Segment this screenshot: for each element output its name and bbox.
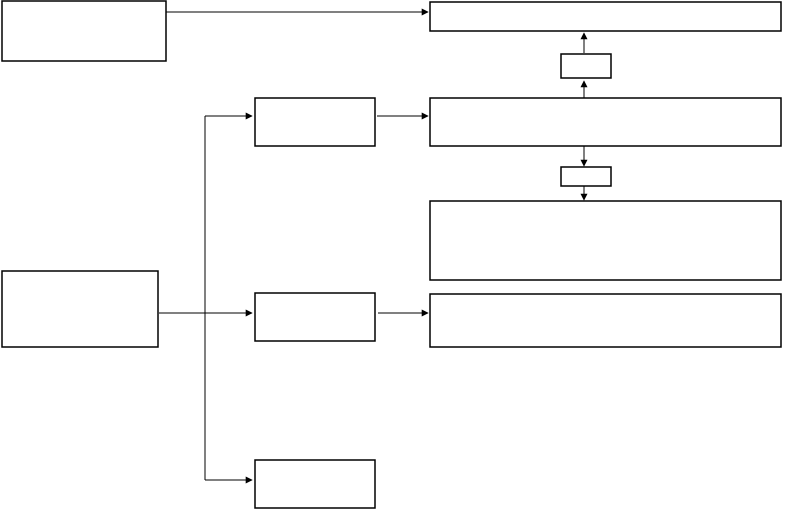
- branch-box-1: [254, 97, 376, 147]
- right-box-1: [429, 97, 782, 147]
- top-right-box: [429, 1, 782, 32]
- branch-box-2: [254, 292, 376, 342]
- right-box-3: [429, 293, 782, 348]
- left-middle-box: [1, 270, 159, 348]
- right-box-2: [429, 200, 782, 281]
- top-left-box: [1, 0, 167, 62]
- small-box-upper: [560, 53, 612, 79]
- branch-box-3: [254, 459, 376, 509]
- small-box-lower: [560, 166, 612, 187]
